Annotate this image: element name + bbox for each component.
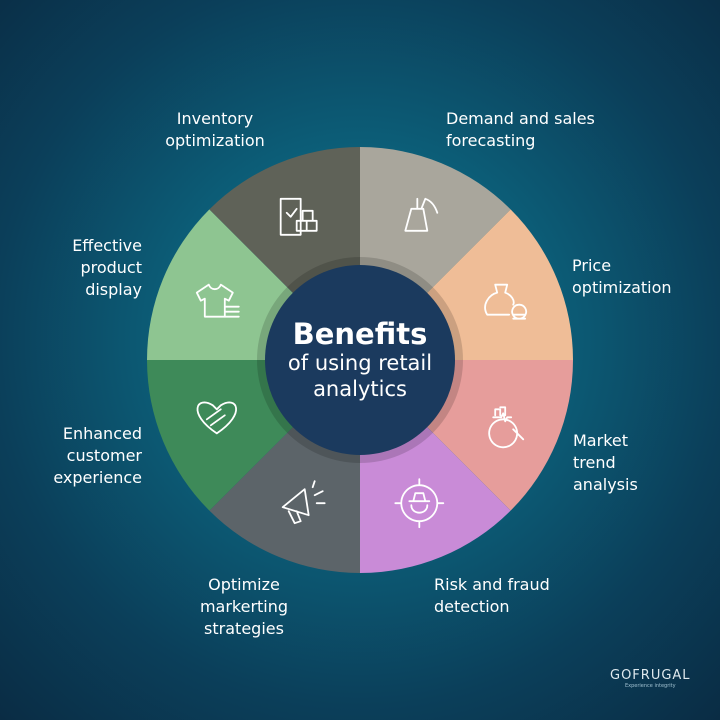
gofrugal-logo: GOFRUGAL Experience integrity	[610, 668, 691, 689]
shopping-bags-icon	[404, 197, 439, 232]
tshirt-icon	[195, 283, 240, 318]
center-subtitle: of using retail analytics	[287, 351, 433, 401]
label-risk-fraud: Risk and fraud detection	[434, 575, 550, 616]
chart-magnifier-icon	[488, 406, 525, 449]
center-disc	[265, 265, 455, 455]
label-inventory-optimization: Inventory optimization	[165, 109, 265, 150]
label-product-display: Effective product display	[72, 236, 142, 299]
money-bag-icon	[484, 283, 528, 320]
megaphone-icon	[281, 480, 326, 525]
inventory-boxes-icon	[279, 197, 318, 236]
label-market-trend: Market trend analysis	[573, 431, 638, 494]
logo-tagline: Experience integrity	[624, 683, 676, 689]
label-price-optimization: Price optimization	[572, 256, 672, 297]
label-optimize-marketing: Optimize markerting strategies	[199, 575, 289, 638]
spy-target-icon	[394, 478, 445, 529]
center-title: Benefits	[292, 317, 428, 351]
center-circle: Benefits of using retail analytics	[265, 265, 455, 455]
logo-name: GOFRUGAL	[610, 668, 691, 683]
label-enhanced-experience: Enhanced customer experience	[53, 424, 142, 487]
handshake-heart-icon	[196, 401, 237, 435]
label-demand-forecasting: Demand and sales forecasting	[446, 109, 595, 150]
